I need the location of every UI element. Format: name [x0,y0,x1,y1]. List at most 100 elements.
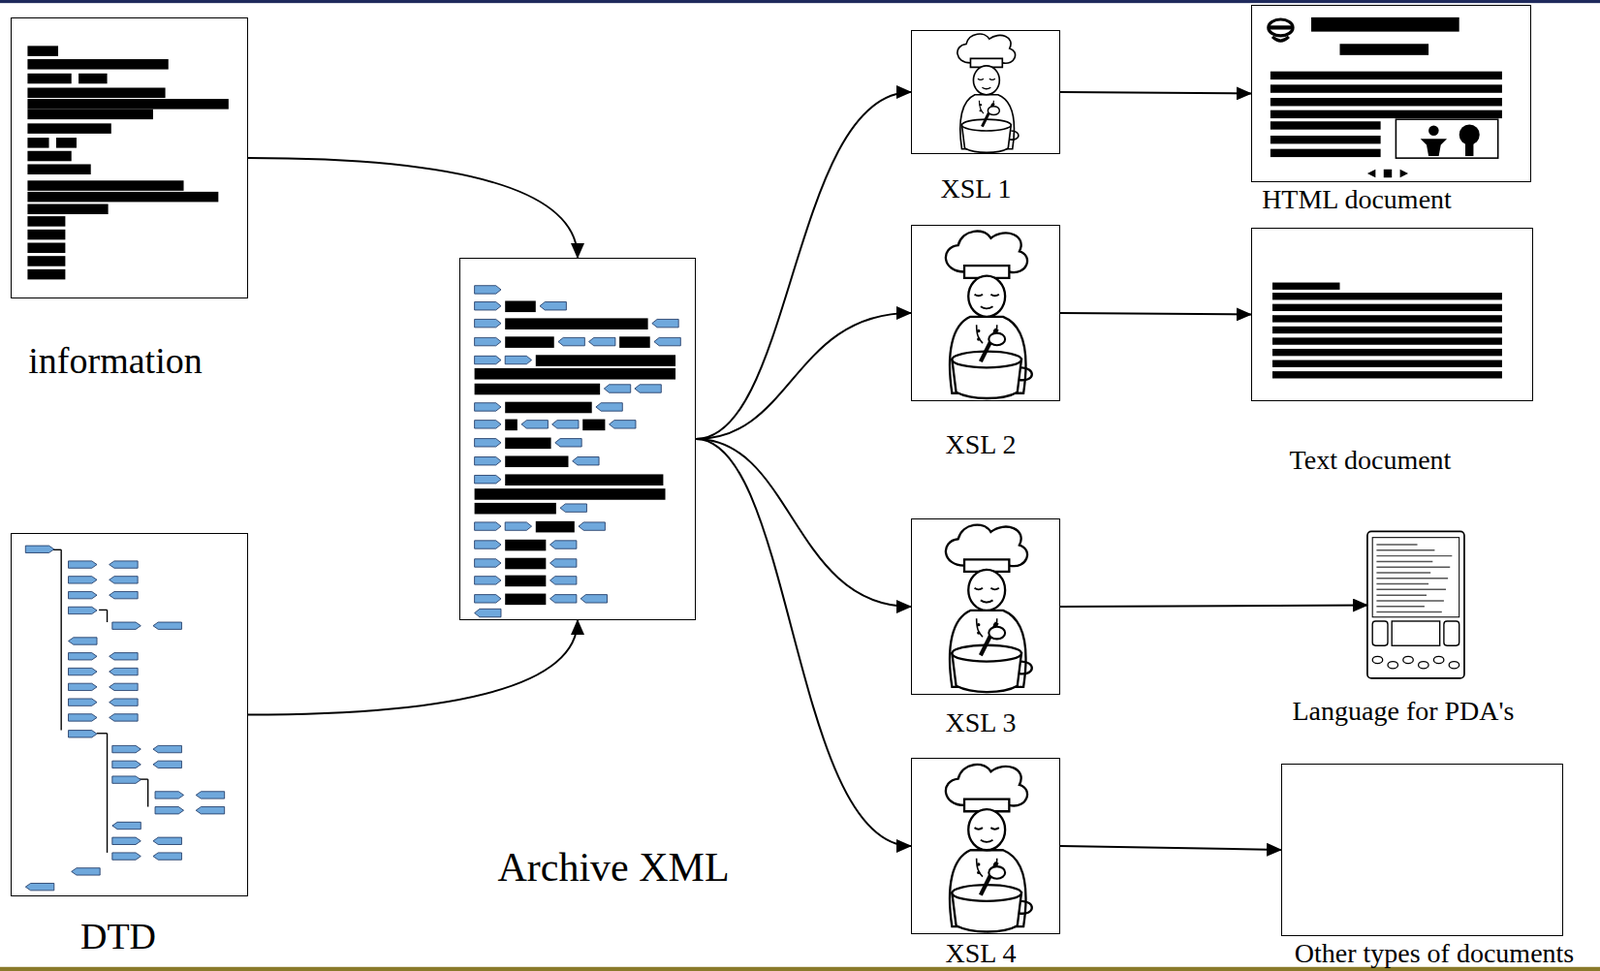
text-bar [582,419,605,432]
close-tag [474,608,502,617]
pot-handle [1019,661,1033,675]
dtd-tree [25,545,224,891]
flow-arrow [695,439,911,847]
text-bar [504,473,663,486]
pda-screen-line [1376,611,1442,613]
text-bar [27,151,71,162]
open-tag [68,606,97,614]
picture-tree [1465,140,1474,157]
close-tag [153,622,182,629]
close-tag [572,457,599,466]
text-bar [504,402,592,414]
text-bar [1272,348,1503,356]
document-box: information [10,17,249,299]
pda-screen-line [1376,577,1448,579]
chef-button [979,103,982,106]
chef-hand [988,333,1005,346]
tree-line [96,732,108,734]
close-tag [580,595,607,603]
open-tag [155,791,184,799]
open-tag [68,576,97,584]
flow-arrow [248,620,578,716]
pot-handle [1009,130,1019,140]
chef-head [972,65,1000,95]
text-bar [78,73,107,85]
open-tag [68,714,97,722]
pda-button [1443,621,1460,646]
text-bar [474,488,666,501]
document-box: Archive XML [459,257,696,621]
chef-button [976,329,980,333]
open-tag [25,545,54,553]
text-bar [474,383,601,396]
text-bar [504,438,551,450]
document-box: XSL 3 [910,518,1061,695]
pda-screen-line [1376,549,1435,551]
text-bar [27,109,154,121]
text-bar [1272,292,1503,300]
text-bar [1272,282,1340,290]
pda-screen-line [1376,594,1427,596]
close-tag [596,403,623,411]
pda-device [1367,531,1465,679]
close-tag [560,503,587,512]
document-box: Other types of documents [1281,763,1564,937]
nav-arrows [1367,169,1409,178]
text-bar [504,317,648,330]
pda-key [1418,661,1430,669]
text-bar [27,180,184,191]
text-bar [1272,337,1503,345]
chef-button [976,630,980,634]
top-band [0,0,1600,3]
tree-line [98,609,107,611]
close-tag [550,595,577,603]
flow-arrow [1060,92,1252,95]
open-tag [68,561,97,568]
close-tag [652,318,679,327]
html-page [1268,17,1503,178]
close-tag [552,420,579,429]
open-tag [112,760,141,768]
text-bar [1270,121,1381,129]
text-bar [1270,97,1503,106]
chef-hand [988,627,1005,640]
pda-key [1403,656,1414,663]
text-bar [504,594,546,606]
open-tag [474,522,502,531]
picture-person [1420,138,1447,157]
chef-figure [945,764,1033,933]
node-label: Other types of documents [1294,939,1575,968]
text-bar [1272,326,1503,334]
text-bar [27,163,91,175]
open-tag [474,355,502,364]
open-tag [474,457,502,466]
close-tag [109,576,138,584]
node-label: HTML document [1261,185,1452,214]
close-tag [109,698,138,706]
open-tag [68,683,97,691]
text-bar [27,216,65,227]
text-bar [27,191,219,203]
pot-handle [1019,367,1033,380]
pda-screen-line [1376,571,1431,573]
close-tag [195,791,224,799]
chef-face [974,294,1000,310]
tree-line [147,779,149,807]
pda-screen-line [1376,605,1424,607]
chef-figure [957,33,1019,153]
document-box: Text document [1251,227,1534,402]
text-bar [504,575,546,588]
flow-arrow [695,313,911,440]
text-bar [27,204,108,216]
close-tag [109,591,138,598]
text-bar [27,59,168,70]
open-tag [474,302,502,311]
bottom-band [0,967,1600,971]
chef-button [976,623,980,627]
text-bar [27,98,228,110]
node-label: Text document [1289,445,1452,474]
pda-key [1372,656,1383,663]
flow-arrow [695,92,911,440]
open-tag [68,667,97,675]
